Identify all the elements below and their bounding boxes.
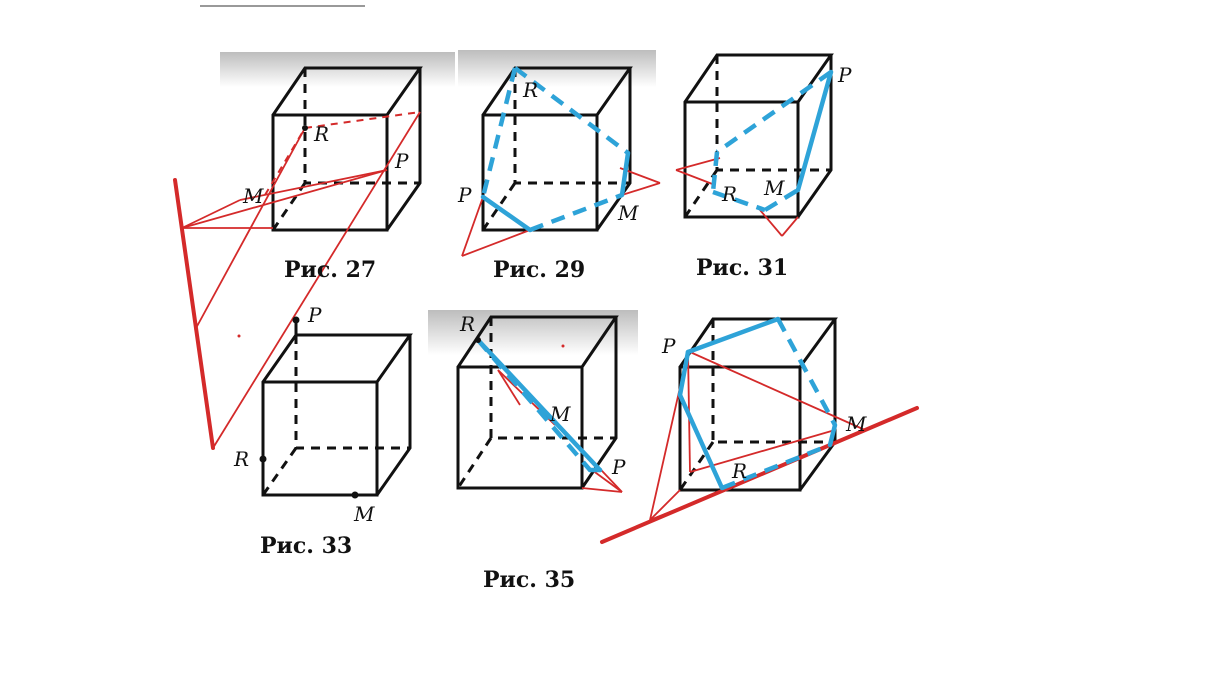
label-r: R <box>731 459 747 483</box>
figure-31: P R M Рис. 31 <box>675 53 852 281</box>
cube <box>683 53 834 219</box>
label-p: P <box>457 183 472 207</box>
label-m: M <box>617 201 639 225</box>
label-r: R <box>522 78 538 102</box>
construction-lines <box>675 157 799 237</box>
caption-fig-35: Рис. 35 <box>483 567 575 593</box>
section-polygon <box>710 69 834 213</box>
figure-35: R M P Рис. 35 <box>456 312 626 593</box>
figure-27: R P M Рис. 27 <box>173 66 423 450</box>
caption-fig-29: Рис. 29 <box>493 257 585 283</box>
label-r: R <box>313 122 329 146</box>
cube <box>271 66 423 232</box>
label-r: R <box>233 447 249 471</box>
cube <box>261 318 413 497</box>
section-polygon <box>677 316 838 491</box>
section-polygon <box>475 337 603 473</box>
label-m: M <box>353 502 375 526</box>
construction-lines <box>173 111 421 450</box>
caption-fig-27: Рис. 27 <box>284 257 376 283</box>
label-m: M <box>549 402 571 426</box>
label-p: P <box>837 63 852 87</box>
label-p: P <box>394 149 409 173</box>
figure-29: R P M Рис. 29 <box>457 66 661 283</box>
caption-fig-31: Рис. 31 <box>696 255 788 281</box>
section-polygon <box>480 66 631 233</box>
label-p: P <box>611 455 626 479</box>
caption-fig-33: Рис. 33 <box>260 533 352 559</box>
label-p: P <box>661 334 676 358</box>
label-r: R <box>721 182 737 206</box>
construction-lines <box>600 351 919 544</box>
label-r: R <box>459 312 475 336</box>
label-m: M <box>763 176 785 200</box>
figure-33: P R M Рис. 33 <box>233 303 413 559</box>
figure-unnumbered: P R M <box>600 316 919 544</box>
cube <box>481 66 633 232</box>
label-p: P <box>307 303 322 327</box>
label-m: M <box>845 412 867 436</box>
label-m: M <box>242 184 264 208</box>
